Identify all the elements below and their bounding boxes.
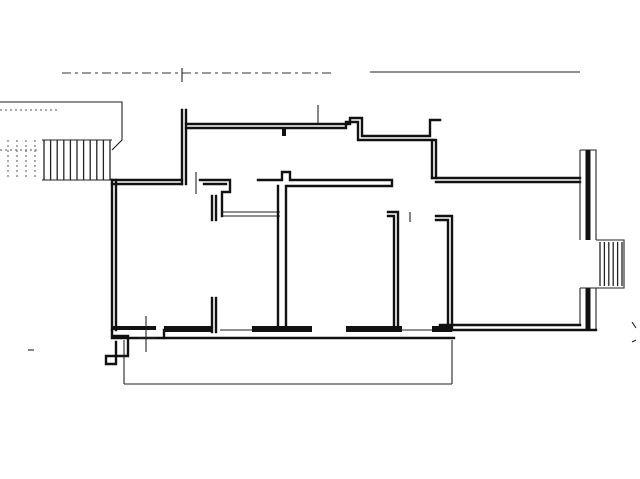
- bottom-wall: [104, 296, 456, 385]
- top-reference-lines: [62, 68, 580, 82]
- interior-walls: [195, 170, 454, 332]
- left-staircase: [0, 101, 123, 181]
- right-staircase: [596, 239, 625, 289]
- annotation-ticks: [28, 321, 637, 351]
- exterior-walls: [110, 105, 598, 332]
